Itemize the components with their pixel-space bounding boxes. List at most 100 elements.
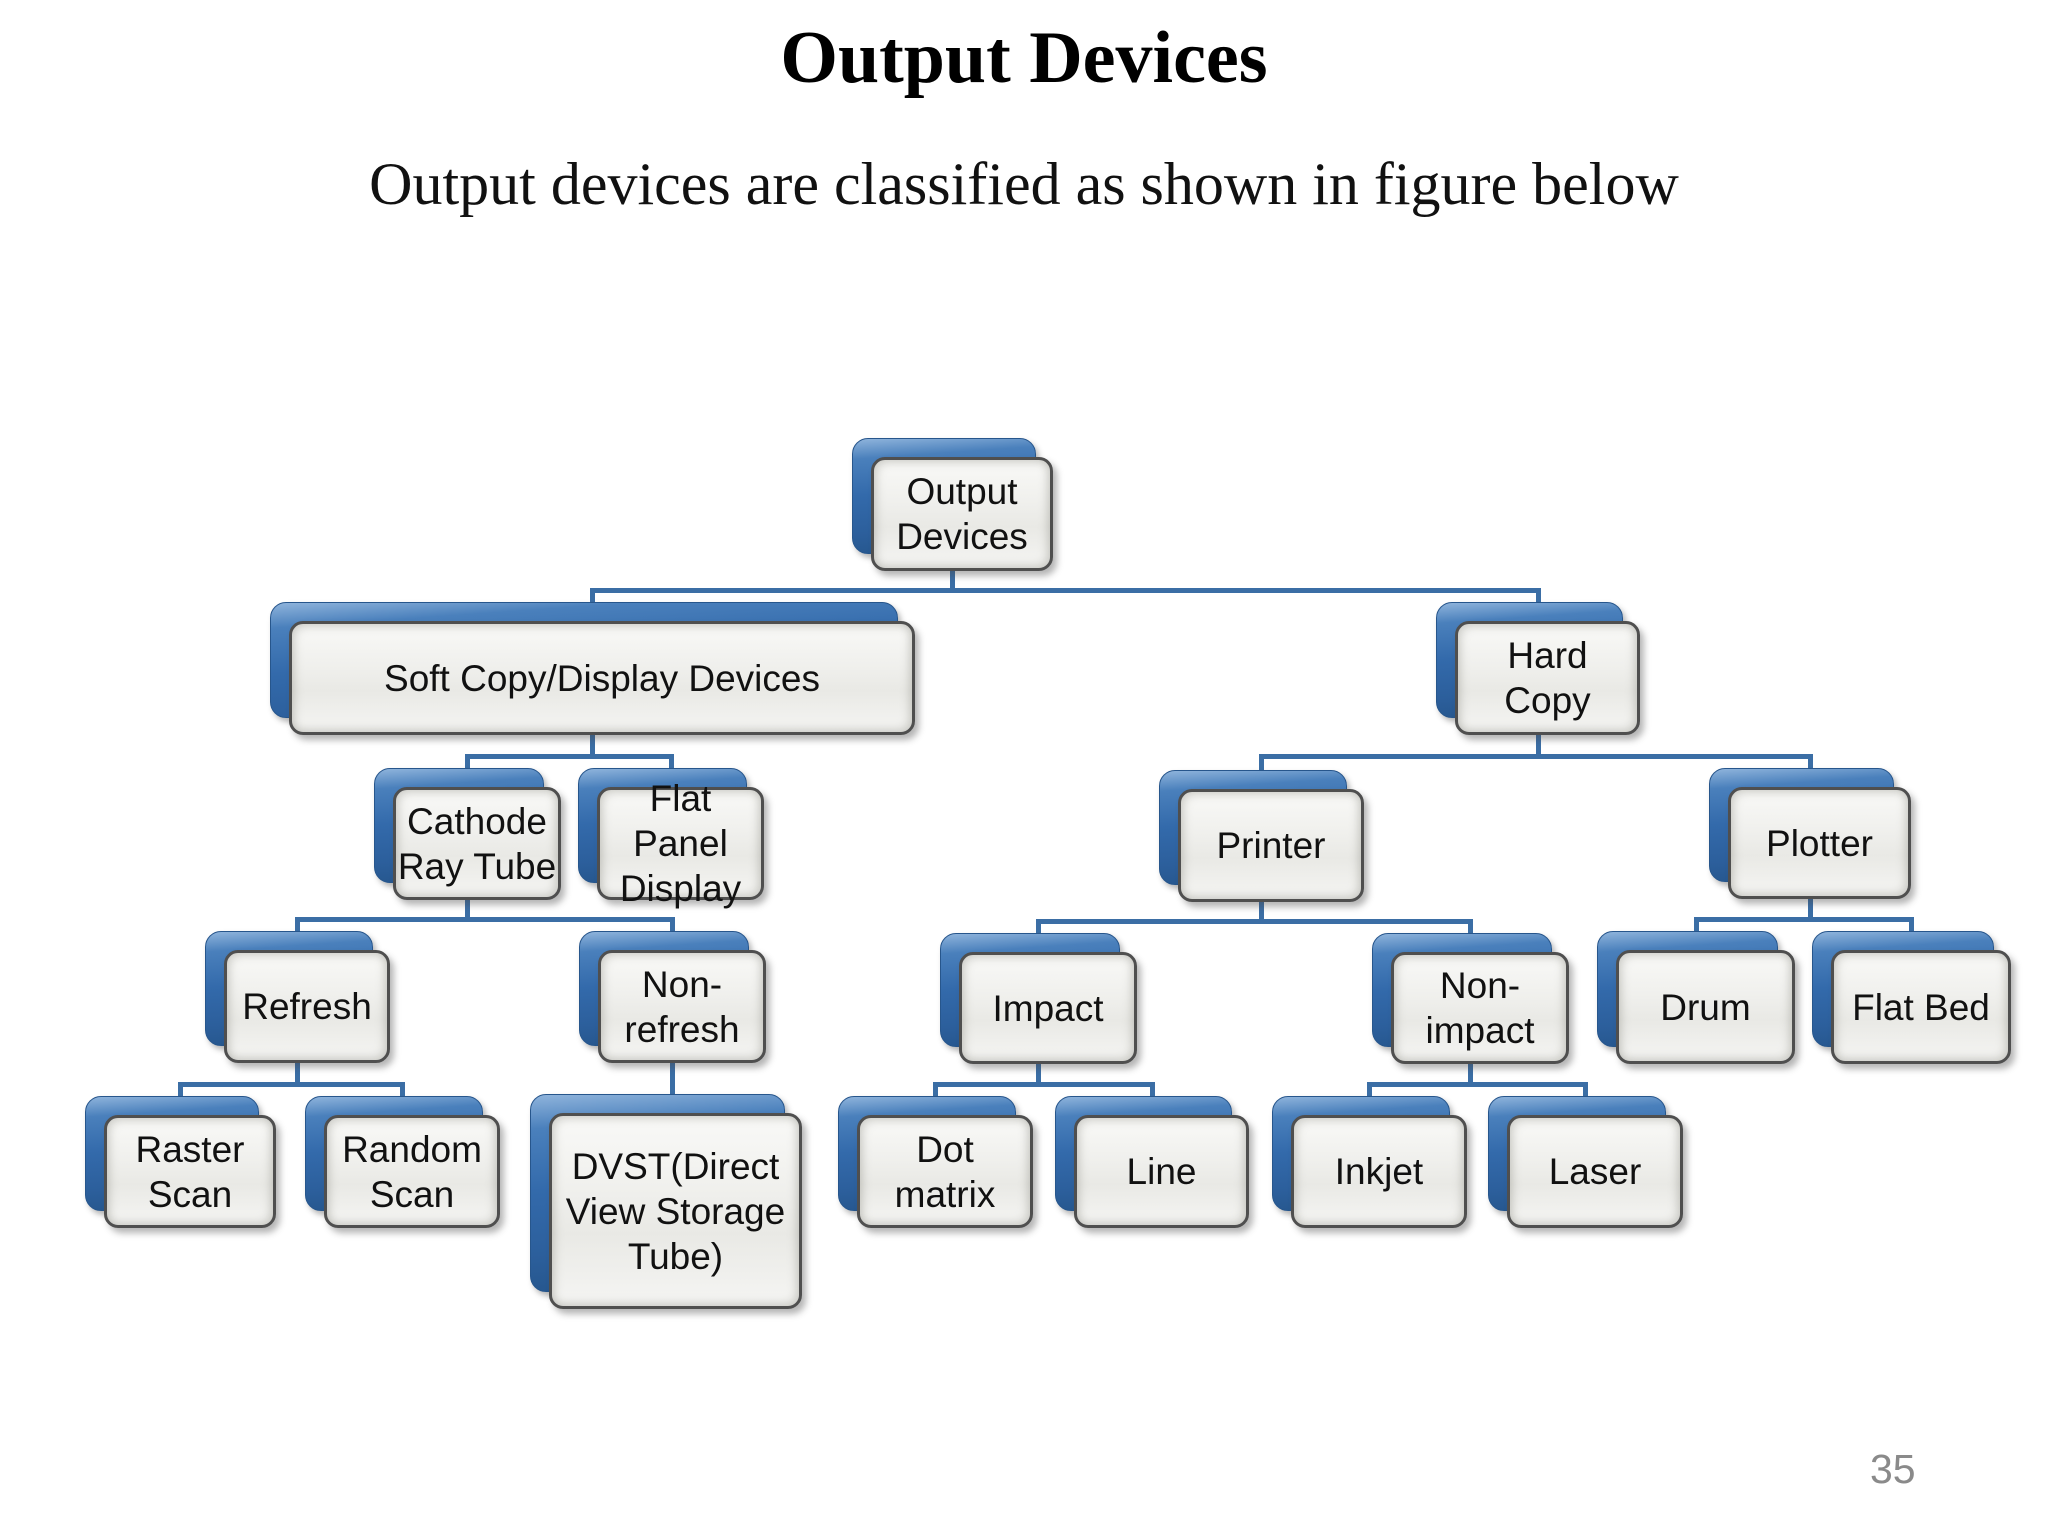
node-label-line: Non-	[1439, 965, 1521, 1006]
connector-segment	[590, 588, 595, 612]
connector-segment	[295, 1063, 300, 1087]
connector-segment	[933, 1082, 1155, 1087]
connector-segment	[1036, 919, 1041, 943]
connector-segment	[590, 588, 1541, 593]
connector-segment	[1036, 919, 1473, 924]
node-label-line: Inkjet	[1334, 1151, 1424, 1192]
node-label: Flat Bed	[1852, 985, 1990, 1030]
connector-segment	[1909, 917, 1914, 941]
connector-segment	[590, 735, 595, 759]
connector-segment	[1149, 1082, 1155, 1106]
node-label-line: Line	[1126, 1151, 1197, 1192]
node-label-line: Ray Tube	[397, 845, 557, 887]
node-front: Non-refresh	[598, 950, 766, 1063]
connector-segment	[1693, 917, 1699, 941]
connector-segment	[465, 754, 674, 759]
connector-segment	[670, 917, 675, 941]
node-label-line: View Storage	[565, 1190, 786, 1232]
node-front: Impact	[959, 952, 1137, 1064]
connector-segment	[1367, 1082, 1372, 1106]
node-label-line: Random	[342, 1128, 482, 1170]
node-soft-copy-display-devices: Soft Copy/Display Devices	[270, 602, 915, 735]
connector-segment	[1036, 1064, 1041, 1087]
node-label: Impact	[992, 986, 1103, 1031]
node-label-line: Flat	[649, 778, 712, 819]
node-label-line: Non-	[641, 963, 723, 1005]
node-front: Line	[1074, 1115, 1249, 1228]
node-label-line: Devices	[896, 516, 1028, 557]
node-front: Printer	[1178, 789, 1364, 902]
connector-segment	[1468, 1064, 1473, 1087]
connector-segment	[1259, 902, 1264, 924]
connector-segment	[1468, 919, 1473, 943]
node-front: Plotter	[1728, 787, 1911, 899]
node-label-line: Panel	[633, 823, 728, 864]
node-front: Flat Bed	[1831, 950, 2011, 1064]
node-label-line: Dot	[916, 1128, 974, 1170]
node-label-line: Refresh	[242, 986, 372, 1027]
node-label: Refresh	[242, 984, 372, 1029]
node-label: Plotter	[1766, 821, 1873, 866]
node-label: Line	[1127, 1149, 1197, 1194]
node-front: Drum	[1616, 950, 1795, 1064]
connector-segment	[1807, 754, 1813, 778]
node-label-line: Soft Copy/Display Devices	[384, 657, 820, 699]
connector-segment	[400, 1082, 405, 1106]
node-inkjet: Inkjet	[1272, 1096, 1467, 1228]
node-label-line: Copy	[1504, 680, 1591, 721]
node-refresh: Refresh	[205, 931, 390, 1063]
node-front: Refresh	[224, 950, 390, 1063]
connector-segment	[465, 900, 470, 922]
node-label-line: Tube)	[627, 1235, 724, 1277]
node-line: Line	[1055, 1096, 1249, 1228]
node-label: Non-impact	[1426, 963, 1535, 1053]
node-label-line: matrix	[894, 1173, 996, 1215]
node-label-line: Scan	[369, 1173, 455, 1215]
connector-segment	[668, 754, 674, 778]
connector-segment	[1535, 588, 1541, 612]
node-non-impact: Non-impact	[1372, 933, 1569, 1064]
connector-segment	[670, 1063, 675, 1104]
connector-segment	[933, 1082, 938, 1106]
connector-segment	[295, 917, 300, 941]
node-label: Non-refresh	[624, 962, 739, 1052]
node-label-line: Hard	[1507, 635, 1588, 676]
node-front: Laser	[1507, 1115, 1683, 1228]
node-label: Soft Copy/Display Devices	[384, 656, 820, 701]
slide-subtitle: Output devices are classified as shown i…	[369, 151, 1679, 217]
node-label-line: Display	[619, 868, 742, 909]
node-label-line: Printer	[1216, 825, 1326, 866]
node-label-line: Cathode	[407, 800, 547, 842]
node-label-line: Scan	[147, 1173, 233, 1215]
node-label-line: Laser	[1548, 1151, 1642, 1192]
node-plotter: Plotter	[1709, 768, 1911, 899]
connector-segment	[1259, 754, 1264, 780]
page-number: 35	[1870, 1446, 1916, 1492]
node-label-line: DVST(Direct	[571, 1145, 780, 1187]
slide-title: Output Devices	[780, 17, 1268, 99]
node-label-line: refresh	[624, 1008, 740, 1050]
connector-segment	[465, 754, 470, 778]
node-label: Inkjet	[1335, 1149, 1423, 1194]
node-label-line: Output	[906, 471, 1018, 512]
node-label-line: Raster	[135, 1128, 245, 1170]
